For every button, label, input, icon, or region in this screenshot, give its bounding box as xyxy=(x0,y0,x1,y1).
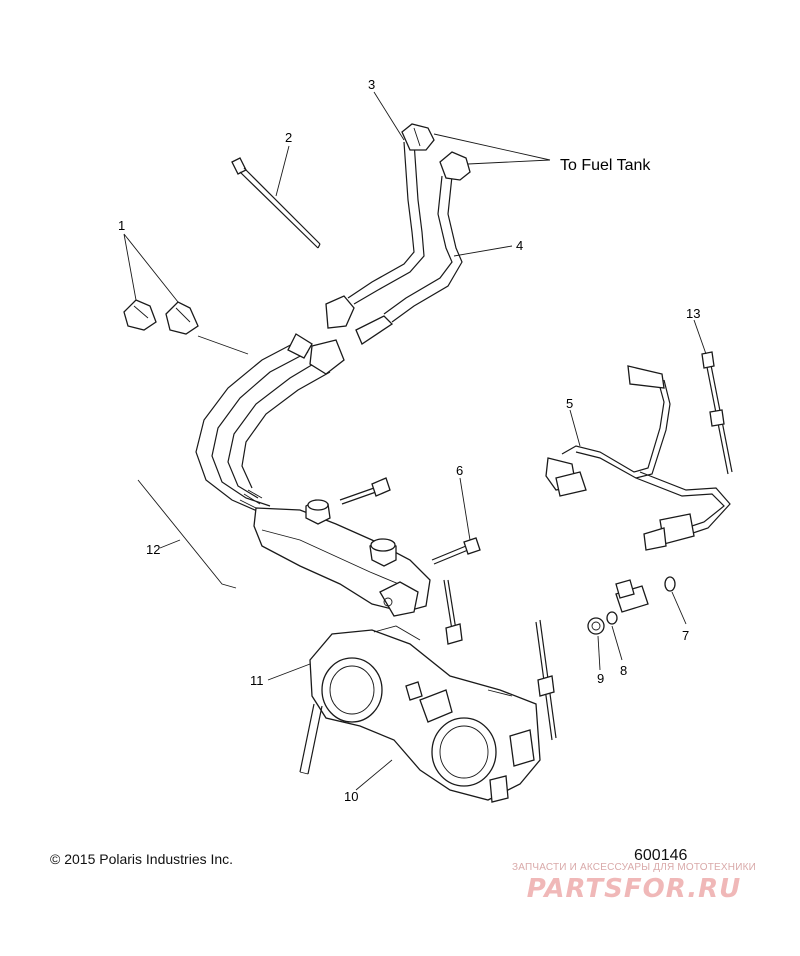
watermark-logo: PARTSFOR.RU xyxy=(526,874,742,904)
fuel-injector xyxy=(615,579,649,613)
watermark: ЗАПЧАСТИ И АКСЕССУАРЫ ДЛЯ МОТОТЕХНИКИ PA… xyxy=(484,862,784,904)
throttle-sensor-rod-right xyxy=(535,619,557,741)
throttle-sensor-probe xyxy=(299,703,323,775)
rail-bolt-upper xyxy=(339,477,391,505)
drawing-number: 600146 xyxy=(634,847,688,864)
clamp-leader-line xyxy=(197,335,249,355)
callout-10: 10 xyxy=(344,789,358,804)
hose-clamp-right xyxy=(165,301,199,335)
injector-o-ring xyxy=(606,611,618,625)
watermark-tagline: ЗАПЧАСТИ И АКСЕССУАРЫ ДЛЯ МОТОТЕХНИКИ xyxy=(511,862,757,873)
callout-3: 3 xyxy=(368,77,375,92)
callout-12: 12 xyxy=(146,542,160,557)
fuel-hose-upper xyxy=(325,123,435,329)
fuel-rail-group-bracket xyxy=(137,479,237,589)
throttle-sensor-rod-left xyxy=(443,579,463,645)
injector-seal xyxy=(587,617,605,635)
injector-cap xyxy=(664,576,676,592)
hose-clamp-left xyxy=(123,299,157,331)
fuel-rail-assembly xyxy=(253,499,431,617)
callout-9: 9 xyxy=(597,671,604,686)
callout-1: 1 xyxy=(118,218,125,233)
injector-seal-inner xyxy=(591,621,601,631)
temperature-probe xyxy=(701,351,733,475)
injector-wire-harness xyxy=(545,365,731,551)
callout-8: 8 xyxy=(620,663,627,678)
callout-6: 6 xyxy=(456,463,463,478)
to-fuel-tank-label: To Fuel Tank xyxy=(560,157,651,174)
leader-lines xyxy=(123,91,707,791)
fuel-hose-bundle xyxy=(195,333,345,515)
fuel-hose-lower xyxy=(355,151,471,345)
callout-7: 7 xyxy=(682,628,689,643)
callout-4: 4 xyxy=(516,238,523,253)
cable-tie-part xyxy=(231,157,321,249)
rail-bolt-lower xyxy=(431,537,481,565)
callout-2: 2 xyxy=(285,130,292,145)
callout-11: 11 xyxy=(250,673,264,688)
callout-13: 13 xyxy=(686,306,700,321)
callout-5: 5 xyxy=(566,396,573,411)
throttle-body-assembly xyxy=(309,625,541,803)
copyright-notice: © 2015 Polaris Industries Inc. xyxy=(50,851,234,867)
